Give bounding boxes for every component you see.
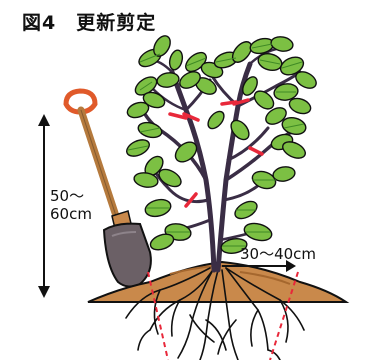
height-label-line2: 60cm	[50, 206, 92, 223]
height-label-line1: 50～	[50, 188, 84, 205]
plant-icon	[124, 33, 319, 270]
spread-label: 30～40cm	[240, 246, 316, 263]
height-arrow	[38, 114, 50, 298]
